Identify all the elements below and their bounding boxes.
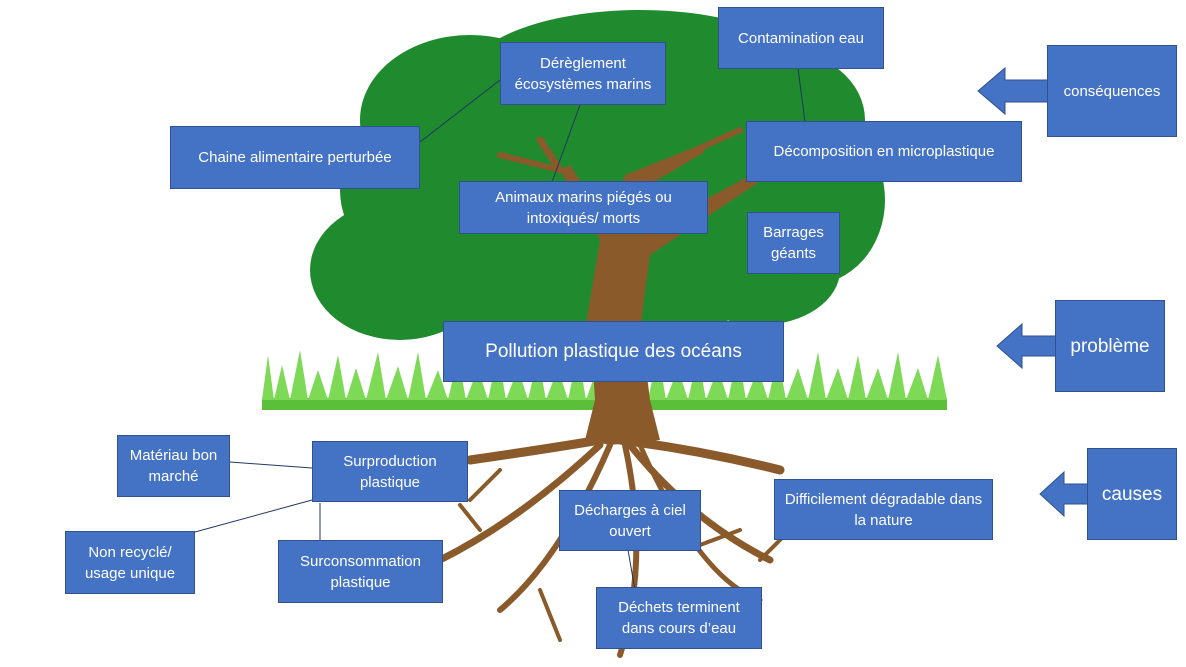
box-materiau-bon-marche: Matériau bon marché bbox=[117, 435, 230, 497]
box-surproduction-plastique: Surproduction plastique bbox=[312, 441, 468, 502]
box-barrages-geants: Barrages géants bbox=[747, 212, 840, 274]
box-contamination-eau: Contamination eau bbox=[718, 7, 884, 69]
connector-lines bbox=[194, 67, 806, 591]
legend-causes: causes bbox=[1087, 448, 1177, 540]
box-non-recycle: Non recyclé/ usage unique bbox=[65, 531, 195, 594]
legend-probleme: problème bbox=[1055, 300, 1165, 392]
box-difficilement-degradable: Difficilement dégradable dans la nature bbox=[774, 479, 993, 540]
box-surconsommation-plastique: Surconsommation plastique bbox=[278, 540, 443, 603]
box-pollution-plastique: Pollution plastique des océans bbox=[443, 321, 784, 382]
box-decomposition-microplastique: Décomposition en microplastique bbox=[746, 121, 1022, 182]
box-chaine-alimentaire: Chaine alimentaire perturbée bbox=[170, 126, 420, 189]
box-dechets-cours-eau: Déchets terminent dans cours d’eau bbox=[596, 587, 762, 649]
box-animaux-marins: Animaux marins piégés ou intoxiqués/ mor… bbox=[459, 181, 708, 234]
tree-branches bbox=[497, 127, 765, 330]
box-dereglement-ecosystemes: Dérèglement écosystèmes marins bbox=[500, 42, 666, 105]
box-decharges-ciel-ouvert: Décharges à ciel ouvert bbox=[559, 490, 701, 551]
legend-consequences: conséquences bbox=[1047, 45, 1177, 137]
